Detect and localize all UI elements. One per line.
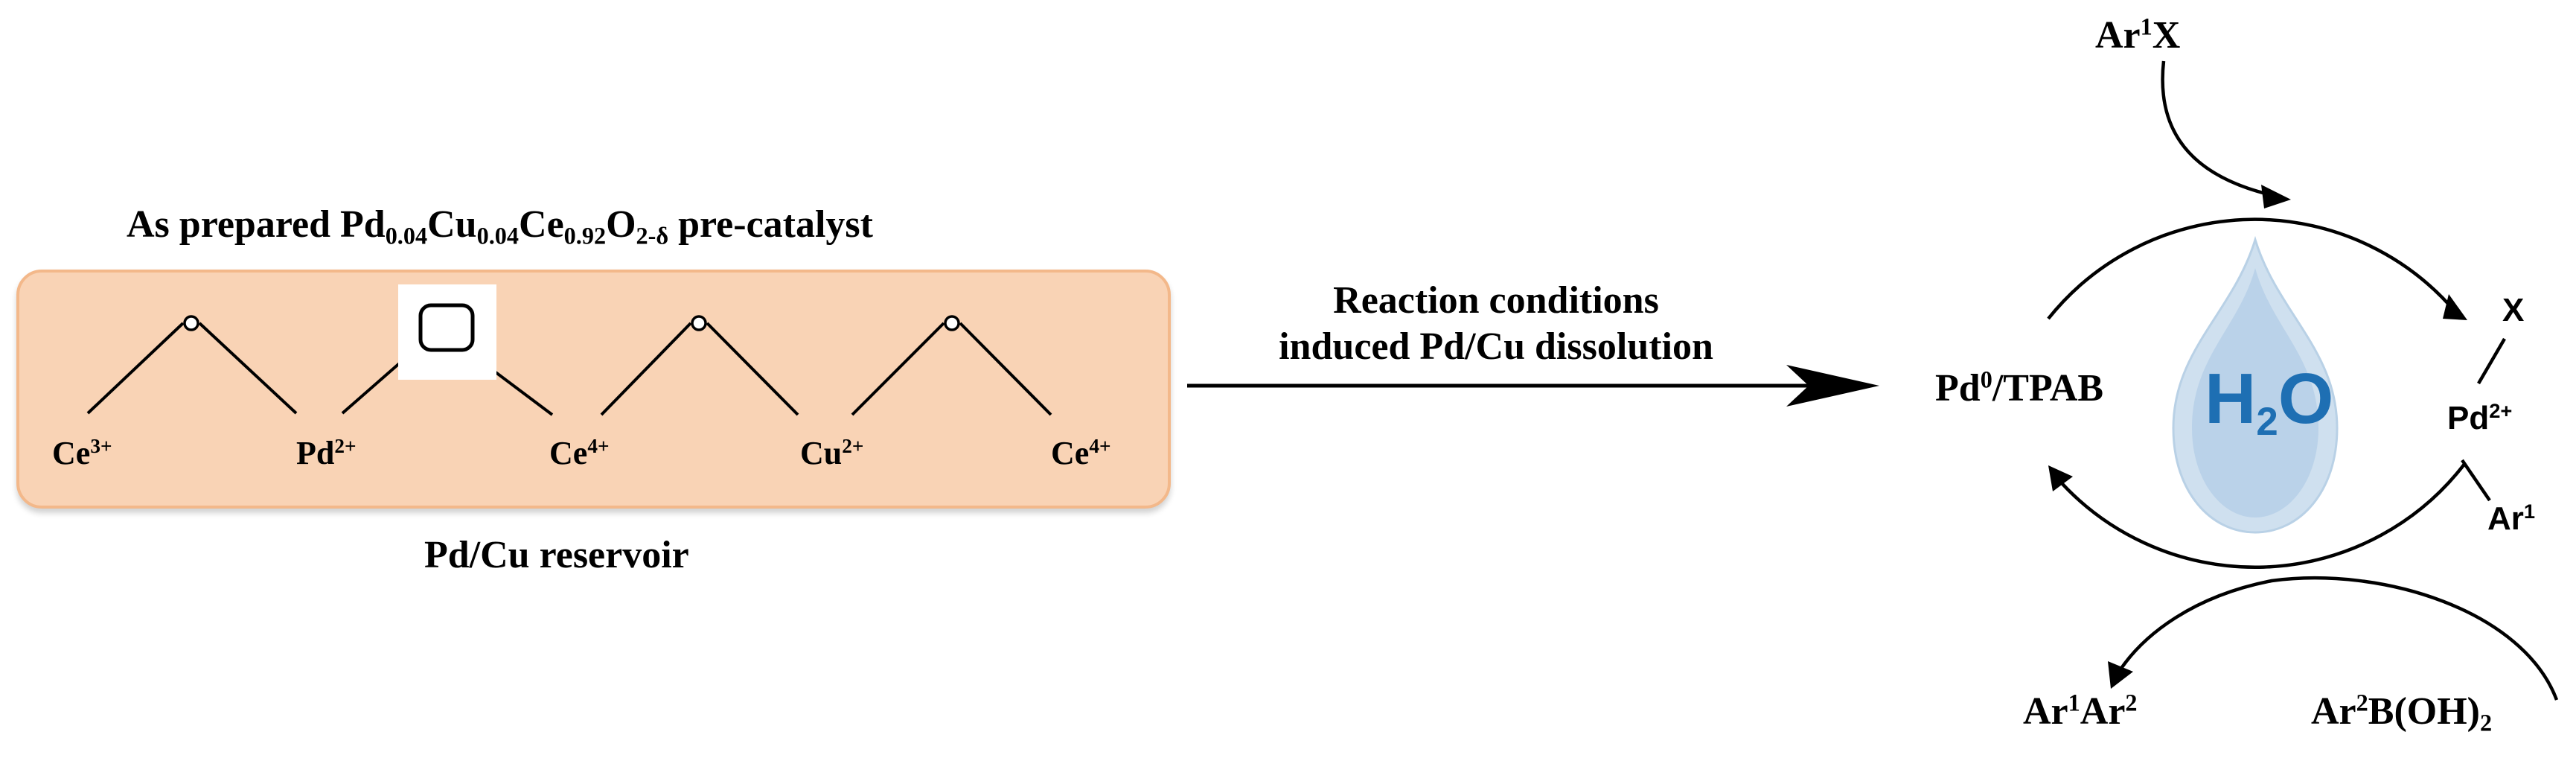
boronic-ar: Ar	[2311, 690, 2356, 733]
ion-pd2: Pd2+	[296, 435, 357, 471]
ion-element: Ce	[1051, 435, 1090, 471]
oxygen-atoms	[183, 315, 960, 331]
ion-charge: 2+	[334, 435, 357, 457]
boronic-acid: Ar2B(OH)2	[2311, 689, 2492, 735]
title-cu: Cu	[427, 203, 477, 246]
ion-ce3: Ce3+	[52, 435, 112, 471]
ion-charge: 4+	[587, 435, 610, 457]
bond	[341, 360, 403, 415]
aryl-halide-arrowhead	[2261, 185, 2291, 208]
pd-x-label: X	[2502, 292, 2525, 328]
ion-charge: 4+	[1089, 435, 1111, 457]
pd0-tpab-text: /TPAB	[1992, 367, 2104, 410]
precatalyst-title: As prepared Pd0.04Cu0.04Ce0.92O2-δ pre-c…	[127, 203, 873, 248]
pd-ar: Ar	[2487, 500, 2524, 537]
cycle-arrowhead-right	[2443, 294, 2467, 320]
arrow-label-line1: Reaction conditions	[1333, 279, 1659, 322]
pd-subscript: 0.04	[385, 222, 428, 249]
pd0-tpab: Pd0/TPAB	[1935, 366, 2104, 410]
product-ar1: Ar	[2023, 690, 2068, 733]
lattice-box	[16, 270, 1171, 509]
title-pd: As prepared Pd	[127, 203, 386, 246]
lattice-bonds	[86, 322, 1052, 416]
pd-ar1-label: Ar1	[2487, 500, 2536, 537]
ion-charge: 3+	[90, 435, 112, 457]
ion-element: Cu	[800, 435, 843, 471]
oxygen-vacancy-icon	[418, 303, 475, 352]
cycle-arc-top	[2047, 217, 2458, 320]
boronic-sub: 2	[2479, 709, 2493, 736]
pd0-pd: Pd	[1935, 367, 1981, 410]
water-drop-inner	[2192, 268, 2318, 517]
pd2-complex: Pd2+	[2447, 399, 2513, 436]
aryl-ar: Ar	[2095, 14, 2141, 57]
ion-charge: 2+	[842, 435, 864, 457]
ce-subscript: 0.92	[563, 222, 607, 249]
ion-element: Ce	[549, 435, 588, 471]
pd0-sup: 0	[1980, 366, 1992, 393]
water-o: O	[2278, 359, 2334, 439]
bond	[851, 322, 945, 416]
title-post: pre-catalyst	[668, 203, 873, 246]
o-subscript: 2-δ	[636, 222, 669, 249]
transmetalation-arc	[2116, 576, 2559, 701]
oxidative-addition-arrow	[2161, 60, 2272, 197]
oxygen-icon	[691, 315, 707, 331]
bond	[600, 322, 692, 416]
cycle-arrowhead-left	[2048, 465, 2073, 491]
oxygen-icon	[944, 315, 960, 331]
ion-cu2: Cu2+	[800, 435, 864, 471]
boronic-sup: 2	[2356, 689, 2368, 716]
aryl-sup: 1	[2140, 13, 2152, 40]
arrow-label: Reaction conditions induced Pd/Cu dissol…	[1236, 281, 1757, 366]
cycle-arrowheads	[2048, 185, 2467, 689]
ion-element: Pd	[296, 435, 335, 471]
product-sup1: 1	[2068, 689, 2080, 716]
title-o: O	[606, 203, 636, 246]
title-ce: Ce	[519, 203, 564, 246]
ion-ce4: Ce4+	[549, 435, 610, 471]
aryl-x: X	[2152, 14, 2181, 57]
pd-ar-bond	[2461, 459, 2491, 502]
pd2-pd: Pd	[2447, 400, 2490, 436]
product-sup2: 2	[2125, 689, 2138, 716]
oxygen-icon	[183, 315, 199, 331]
water-h: H	[2205, 359, 2257, 439]
pd2-charge: 2+	[2489, 399, 2513, 422]
catalytic-cycle	[2047, 60, 2559, 701]
bond	[86, 322, 185, 415]
ion-ce4-2: Ce4+	[1051, 435, 1111, 471]
ion-element: Ce	[52, 435, 91, 471]
water-sub: 2	[2256, 399, 2278, 444]
arrow-label-line2: induced Pd/Cu dissolution	[1279, 325, 1713, 368]
product-ar2: Ar	[2080, 690, 2126, 733]
aryl-halide: Ar1X	[2095, 13, 2181, 57]
cu-subscript: 0.04	[476, 222, 520, 249]
pd-x-bond	[2477, 337, 2506, 385]
water-label: H2O	[2205, 363, 2333, 442]
product-arrowhead	[2108, 661, 2133, 689]
reaction-arrow-head	[1786, 365, 1879, 407]
bond	[494, 371, 554, 416]
boronic-b-oh: B(OH)	[2368, 690, 2480, 733]
product-biaryl: Ar1Ar2	[2023, 689, 2138, 733]
cycle-arc-bottom	[2054, 462, 2467, 570]
bond	[706, 322, 799, 416]
bond	[198, 322, 298, 415]
reservoir-label: Pd/Cu reservoir	[424, 534, 689, 576]
pd-ar-sup: 1	[2523, 500, 2536, 523]
bond	[959, 322, 1052, 416]
vacancy-panel	[398, 284, 496, 380]
